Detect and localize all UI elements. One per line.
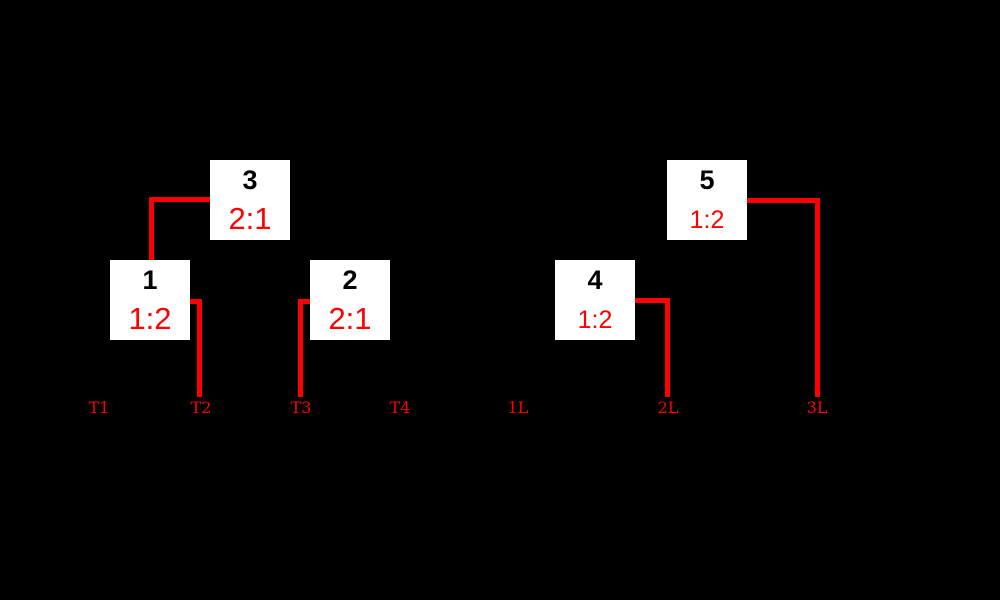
slot-label-3l: 3L bbox=[806, 398, 828, 417]
connector-match1-to-slot-t2-horizontal bbox=[190, 299, 202, 304]
connector-match4-to-slot-2l-horizontal bbox=[635, 298, 670, 303]
connector-match4-to-slot-2l-vertical bbox=[665, 298, 670, 397]
connector-match5-to-slot-3l-horizontal bbox=[747, 198, 820, 203]
match-box-2[interactable]: 2 2:1 bbox=[310, 260, 390, 340]
connector-match2-to-slot-t3-horizontal bbox=[298, 299, 310, 304]
slot-label-1l: 1L bbox=[507, 398, 529, 417]
match-box-3[interactable]: 3 2:1 bbox=[210, 160, 290, 240]
match-score: 1:2 bbox=[128, 301, 172, 336]
connector-match3-to-match1-vertical bbox=[149, 197, 154, 260]
match-score: 2:1 bbox=[228, 201, 272, 236]
slot-label-t2: T2 bbox=[190, 398, 212, 417]
match-number: 4 bbox=[587, 265, 603, 295]
match-score: 2:1 bbox=[328, 301, 372, 336]
connector-match2-to-slot-t3-vertical bbox=[298, 299, 303, 397]
match-box-4[interactable]: 4 1:2 bbox=[555, 260, 635, 340]
slot-label-t3: T3 bbox=[290, 398, 312, 417]
slot-label-2l: 2L bbox=[657, 398, 679, 417]
slot-label-t4: T4 bbox=[389, 398, 411, 417]
connector-match3-to-match1-horizontal bbox=[149, 197, 210, 202]
match-number: 1 bbox=[142, 265, 158, 295]
match-box-5[interactable]: 5 1:2 bbox=[667, 160, 747, 240]
match-number: 5 bbox=[699, 165, 715, 195]
slot-label-t1: T1 bbox=[88, 398, 110, 417]
match-number: 2 bbox=[342, 265, 358, 295]
connector-match5-to-slot-3l-vertical bbox=[815, 198, 820, 397]
match-score: 1:2 bbox=[689, 206, 725, 234]
connector-match1-to-slot-t2-vertical bbox=[197, 299, 202, 397]
match-score: 1:2 bbox=[577, 306, 613, 334]
match-number: 3 bbox=[242, 165, 258, 195]
match-box-1[interactable]: 1 1:2 bbox=[110, 260, 190, 340]
